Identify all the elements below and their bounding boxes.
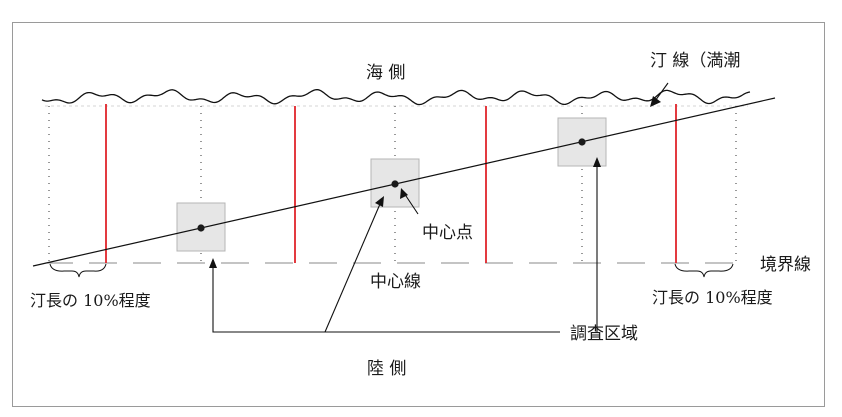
center-point-connector [403,192,419,215]
survey-area-connector [212,267,560,333]
boundary-line-label: 境界線 [760,255,811,275]
transect-lines [105,104,677,263]
diagram-frame [12,22,825,407]
center-line [32,97,776,267]
arrowheads [209,96,661,268]
arrowhead [209,258,217,268]
survey-plot [176,202,226,252]
right-edge-label: 汀長の 10%程度 [652,288,773,307]
center-point-dot [578,138,586,146]
center-points [197,138,586,232]
arrowhead [400,188,408,199]
arrowhead [593,157,601,167]
sea-side-label: 海 側 [366,63,405,83]
edge-braces [49,263,734,278]
center-line-label: 中心線 [370,272,421,292]
left-edge-label: 汀長の 10%程度 [30,291,151,310]
center-point-dot [197,224,205,232]
connector-lines [212,82,669,333]
left-edge-brace [49,263,107,278]
arrowhead [375,196,384,207]
center-line-connector [324,203,381,333]
center-point-dot [391,180,399,188]
arrowhead [650,96,661,107]
survey-area-label: 調査区域 [570,324,638,344]
survey-plots [176,117,607,252]
center-point-label: 中心点 [422,223,473,243]
land-side-label: 陸 側 [367,359,406,379]
shoreline-wave [41,89,751,106]
right-edge-brace [674,263,734,278]
shoreline-label: 汀 線（満潮 [650,51,740,71]
shoreline-connector [654,82,669,102]
